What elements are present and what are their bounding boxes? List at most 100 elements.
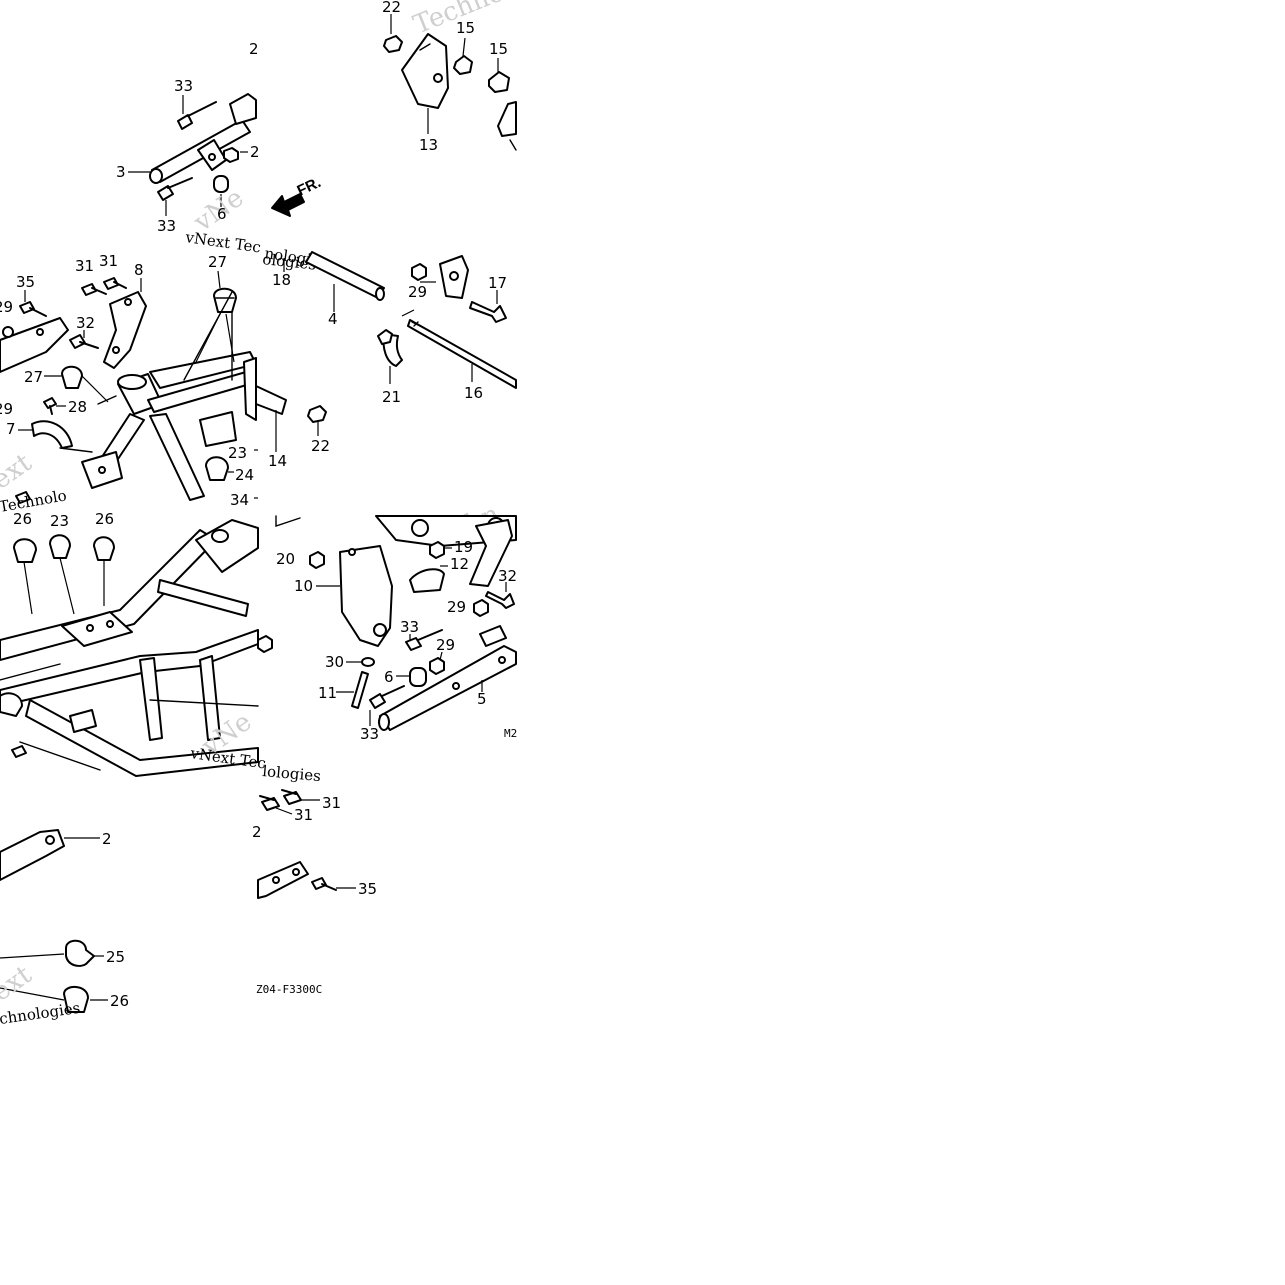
frame-gusset — [199, 411, 237, 447]
frame-rail-5-end — [378, 713, 390, 731]
bolt-33-hanger-upper — [405, 629, 443, 651]
screw-22-upper — [383, 35, 403, 53]
frame-lower-tube — [149, 413, 205, 501]
engine-block-fragment — [375, 515, 517, 547]
callout-2-lower: 2 — [102, 830, 112, 848]
tile-lower-fittings: ext chnologies 2 25 26 — [0, 829, 129, 1028]
nut-29-left — [2, 326, 14, 338]
callout-26-left: 26 — [13, 510, 32, 528]
callout-14: 14 — [268, 452, 287, 470]
callout-25: 25 — [106, 948, 125, 966]
clamp-23-mid — [49, 534, 71, 559]
frame-rail-5-hole-b — [498, 656, 506, 664]
swing-arm-2-pivot — [45, 835, 55, 845]
bolt-31-lower-a — [259, 795, 280, 811]
collar-6-lower — [409, 667, 427, 687]
bracket-8-hole-lower — [112, 346, 120, 354]
callout-22-lower: 22 — [311, 437, 330, 455]
grommet-15-left — [453, 55, 473, 75]
callout-35-lower: 35 — [358, 880, 377, 898]
cross-pipe-3-end — [149, 168, 163, 184]
callout-26-right: 26 — [95, 510, 114, 528]
nut-lower-right — [257, 635, 273, 653]
collar-29 — [429, 657, 445, 675]
bracket-12 — [409, 568, 445, 593]
frame-rear-stub — [255, 385, 287, 415]
callout-31-lower-a: 31 — [294, 806, 313, 824]
callout-11: 11 — [318, 684, 337, 702]
callout-17: 17 — [488, 274, 507, 292]
screw-28 — [43, 397, 57, 415]
tile-lower-frame: vNe vNext Tec 26 23 26 — [0, 510, 273, 777]
clamp-26-lower — [63, 986, 89, 1013]
callout-15-left: 15 — [456, 19, 475, 37]
watermark-technologies-tail: ologies — [262, 250, 317, 274]
clamp-26-right — [93, 536, 115, 561]
lower-frame-bracket — [69, 709, 97, 733]
clamp-21-head — [377, 329, 393, 345]
rod-4-end — [375, 287, 385, 301]
callout-32-right: 32 — [498, 567, 517, 585]
lower-frame-cross-tube — [157, 579, 249, 617]
callout-33-upper: 33 — [174, 77, 193, 95]
bolt-lower-frame — [11, 745, 27, 758]
screw-22-lower — [307, 405, 327, 423]
watermark-vendor-fragment-d: ext — [0, 960, 38, 1008]
frame-rail-5-hole-a — [452, 682, 460, 690]
bolt-32-right — [485, 591, 515, 609]
callout-31-lower-b: 31 — [322, 794, 341, 812]
upper-bracket-stub — [229, 93, 257, 125]
callout-31-a: 31 — [75, 257, 94, 275]
swing-arm-2 — [0, 829, 65, 881]
callout-26-lower: 26 — [110, 992, 129, 1010]
callout-23-upper: 23 — [228, 444, 247, 462]
nut-19 — [429, 541, 445, 559]
lower-frame-lower-rail — [25, 699, 259, 777]
lower-mount-hole-a — [272, 876, 280, 884]
engine-hanger-right — [469, 519, 513, 587]
callout-32-left: 32 — [76, 314, 95, 332]
watermark-nologies-h: lologies — [262, 762, 322, 785]
watermark-vendor-fragment-b: ext — [0, 448, 38, 496]
bolt-31-b — [103, 277, 127, 290]
pipe-bracket-hole — [208, 153, 216, 161]
cover-edge-stub — [497, 101, 517, 137]
nut-29-top — [411, 263, 427, 281]
callout-20: 20 — [276, 550, 295, 568]
callout-35-upper: 35 — [16, 273, 35, 291]
cover-bracket-13-hole — [433, 73, 443, 83]
tile-lower-bolts: lologies Z04-F3300C 2 31 31 35 — [252, 762, 377, 996]
tile-cover-bracket: Techno FR. 22 15 15 13 — [271, 0, 517, 217]
bolt-17 — [469, 301, 507, 323]
callout-30: 30 — [325, 653, 344, 671]
callout-6: 6 — [217, 205, 227, 223]
rod-bracket-hole — [449, 271, 459, 281]
callout-29-top: 29 — [408, 283, 427, 301]
callout-12: 12 — [450, 555, 469, 573]
front-direction-label: FR. — [295, 174, 324, 200]
nut-2-right — [223, 147, 239, 163]
callout-29-right: 29 — [447, 598, 466, 616]
callout-2-mid: 2 — [250, 143, 260, 161]
callout-5: 5 — [477, 690, 487, 708]
model-code-fragment: M2 — [504, 727, 517, 740]
callout-31-b: 31 — [99, 252, 118, 270]
engine-block-bore-a — [411, 519, 429, 537]
tile-main-frame: ologies — [0, 250, 330, 516]
callout-2-fragment: 2 — [252, 823, 262, 841]
callout-21: 21 — [382, 388, 401, 406]
clamp-26-left — [13, 538, 37, 563]
callout-34: 34 — [230, 491, 249, 509]
lower-frame-rear-loop — [195, 519, 259, 573]
flange-bolt-33-upper — [177, 101, 217, 130]
flange-bolt-33-lower — [157, 177, 193, 201]
side-bracket-hole — [36, 328, 44, 336]
bolt-31-lower-b — [281, 789, 302, 805]
callout-10: 10 — [294, 577, 313, 595]
rod-4 — [305, 251, 385, 299]
bolt-33-hanger-lower — [369, 685, 405, 709]
frame-rail-5-boss — [479, 625, 507, 647]
lower-frame-strut — [139, 657, 163, 741]
callout-16: 16 — [464, 384, 483, 402]
bolt-31-a — [81, 283, 107, 296]
